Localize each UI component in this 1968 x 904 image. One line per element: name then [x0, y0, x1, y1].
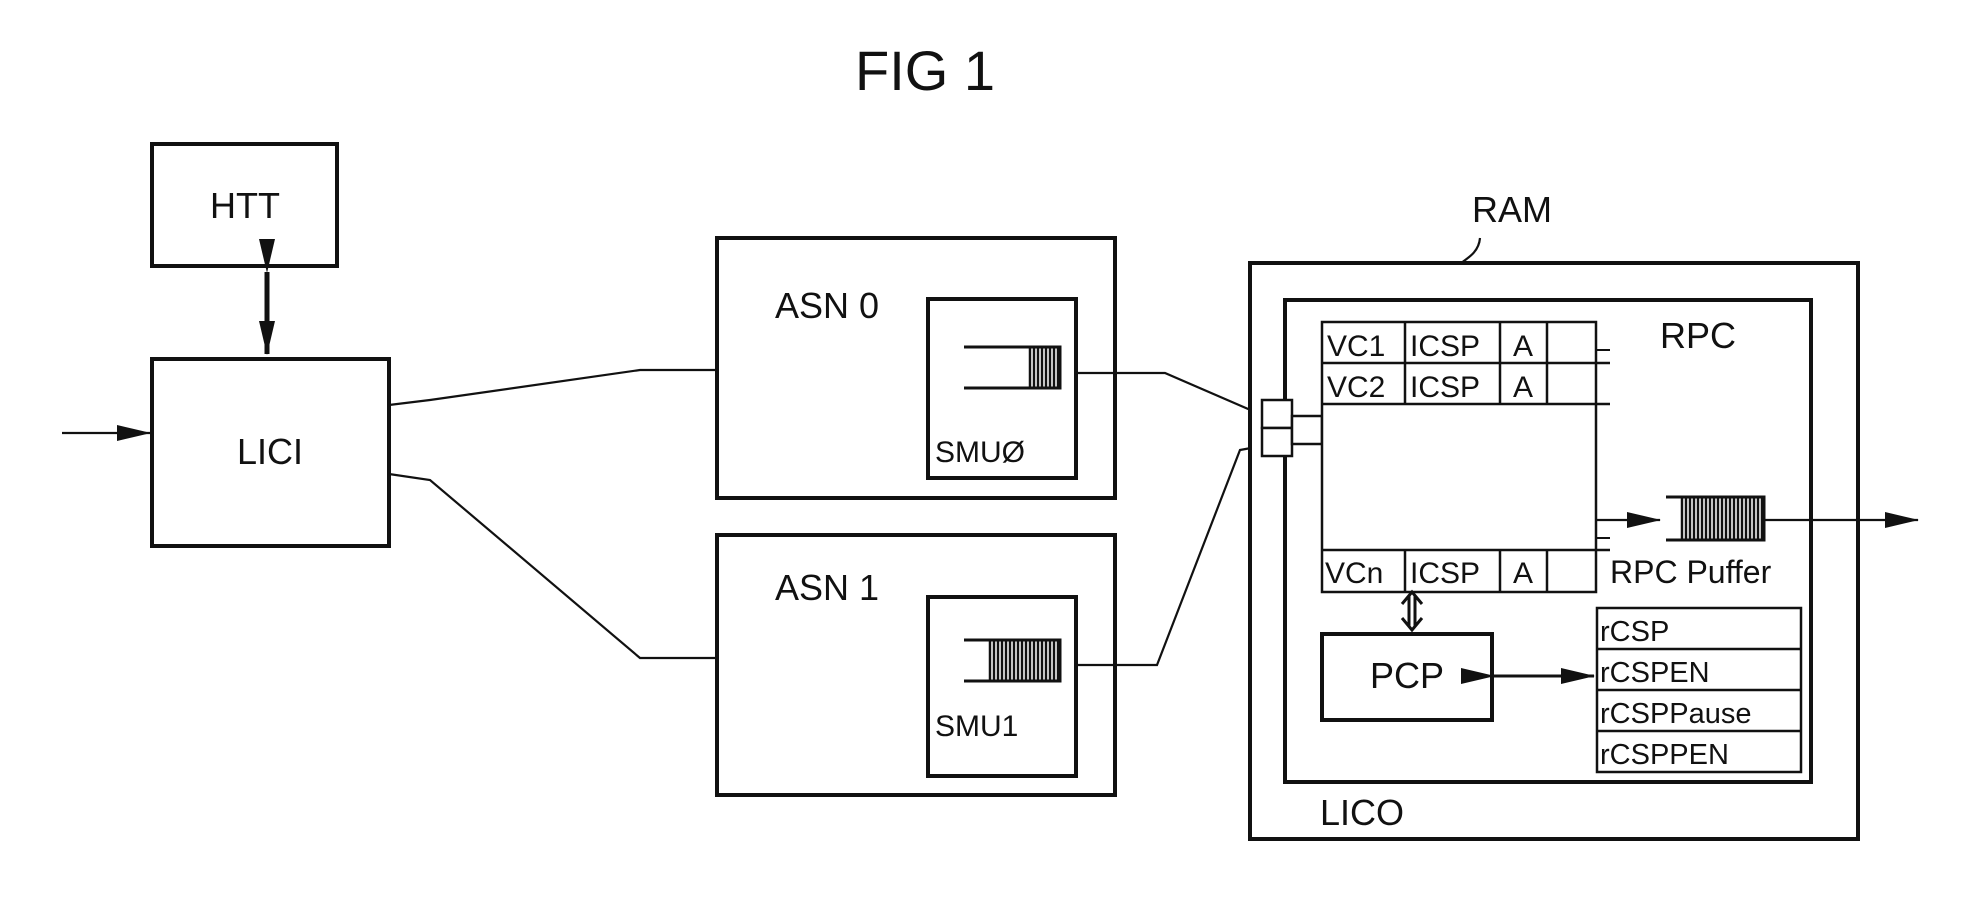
asn0-label: ASN 0 [775, 285, 879, 326]
smu1-label: SMU1 [935, 710, 1018, 743]
ram-row-2-a: A [1513, 371, 1533, 404]
ram-row-n-a: A [1513, 557, 1533, 590]
asn1-block: ASN 1 SMU1 [717, 535, 1115, 795]
figure-title: FIG 1 [855, 39, 995, 102]
rpc-input-port-b [1262, 428, 1292, 456]
smu1-box [928, 597, 1076, 776]
ram-row-2-icsp: ICSP [1410, 371, 1480, 404]
lici-label: LICI [237, 431, 303, 472]
ram-table: VC1 ICSP A VC2 ICSP A VCn ICSP A [1322, 322, 1610, 592]
ram-label: RAM [1472, 189, 1552, 230]
register-rcspen: rCSPEN [1600, 657, 1710, 689]
register-rcsppause: rCSPPause [1600, 698, 1752, 730]
ram-row-n-icsp: ICSP [1410, 557, 1480, 590]
smu0-label: SMUØ [935, 436, 1025, 469]
register-rcsp: rCSP [1600, 616, 1669, 648]
pcp-label: PCP [1370, 655, 1444, 696]
rpc-input-port-c [1292, 416, 1322, 444]
ram-row-n-vc: VCn [1325, 557, 1383, 590]
register-rcsppen: rCSPPEN [1600, 739, 1729, 771]
ram-row-1-vc: VC1 [1327, 330, 1385, 363]
lico-label: LICO [1320, 792, 1404, 833]
rpc-input-port-a [1262, 400, 1292, 428]
htt-label: HTT [210, 185, 280, 226]
register-stack: rCSP rCSPEN rCSPPause rCSPPEN [1597, 608, 1801, 772]
rpc-label: RPC [1660, 315, 1736, 356]
rpc-buffer-label: RPC Puffer [1610, 554, 1772, 590]
asn1-label: ASN 1 [775, 567, 879, 608]
ram-row-1-icsp: ICSP [1410, 330, 1480, 363]
pcp-block: PCP [1322, 634, 1492, 720]
lici-block: LICI [152, 359, 389, 546]
asn0-block: ASN 0 SMUØ [717, 238, 1115, 498]
ram-row-1-a: A [1513, 330, 1533, 363]
ram-row-2-vc: VC2 [1327, 371, 1385, 404]
htt-block: HTT [152, 144, 337, 266]
